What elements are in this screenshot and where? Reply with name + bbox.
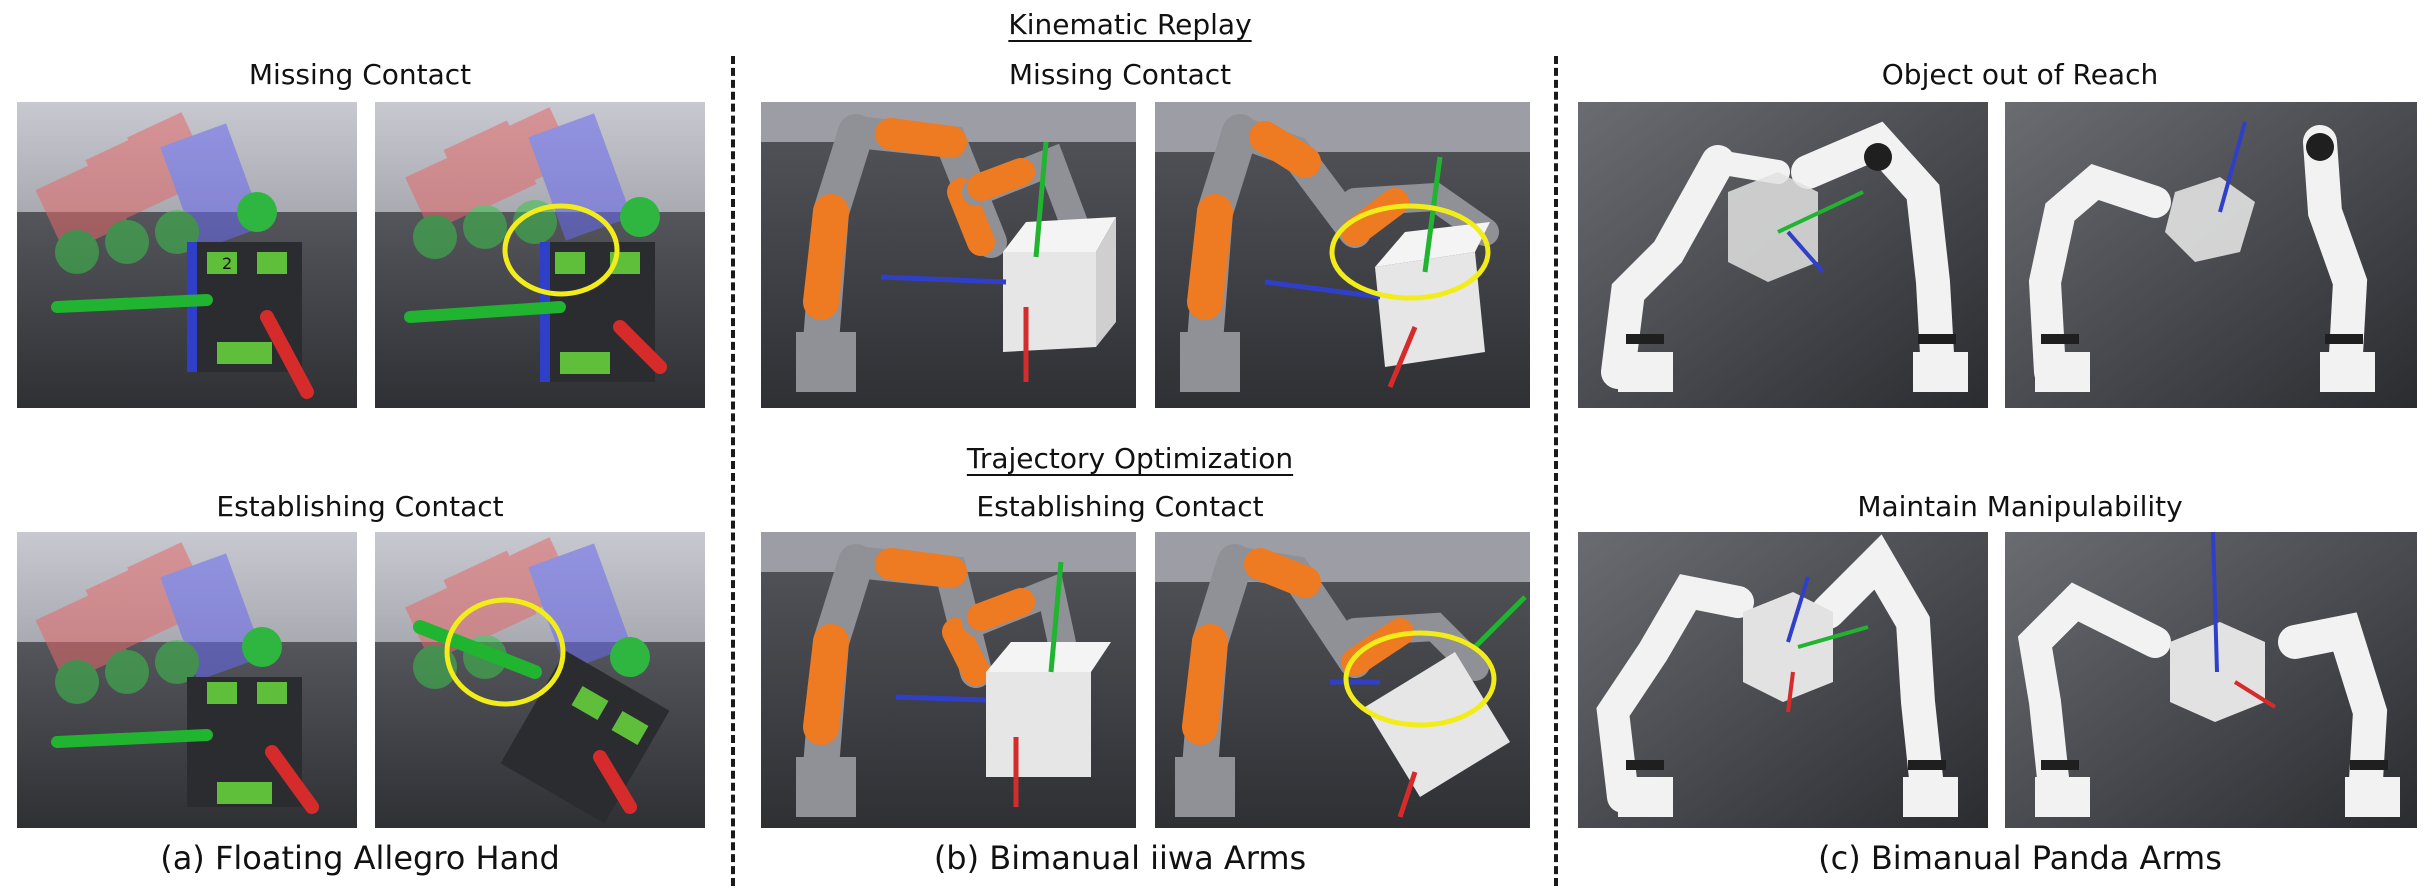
trajectory-optimization-header: Trajectory Optimization xyxy=(966,442,1294,475)
panda-panel-manip-1 xyxy=(1578,532,1988,828)
allegro-panel-missing-2 xyxy=(375,102,705,408)
allegro-a1-cube-label: 2 xyxy=(222,254,232,273)
divider-left xyxy=(731,56,735,886)
allegro-bottom-label: Establishing Contact xyxy=(216,490,504,523)
allegro-panel-establishing-1 xyxy=(17,532,357,828)
allegro-top-label: Missing Contact xyxy=(248,58,472,91)
panda-panel-reach-1 xyxy=(1578,102,1988,408)
iiwa-panel-establishing-2 xyxy=(1155,532,1530,828)
iiwa-top-label: Missing Contact xyxy=(1008,58,1232,91)
allegro-panel-establishing-2 xyxy=(375,532,705,828)
panda-bottom-label: Maintain Manipulability xyxy=(1857,490,2183,523)
panda-top-label: Object out of Reach xyxy=(1881,58,2159,91)
panda-panel-manip-2 xyxy=(2005,532,2417,828)
kinematic-replay-header: Kinematic Replay xyxy=(1008,8,1252,41)
allegro-panel-missing-1: 2 xyxy=(17,102,357,408)
allegro-caption: (a) Floating Allegro Hand xyxy=(160,839,560,877)
divider-right xyxy=(1554,56,1558,886)
iiwa-caption: (b) Bimanual iiwa Arms xyxy=(933,839,1307,877)
panda-panel-reach-2 xyxy=(2005,102,2417,408)
iiwa-panel-establishing-1 xyxy=(761,532,1136,828)
iiwa-panel-missing-1 xyxy=(761,102,1136,408)
panda-caption: (c) Bimanual Panda Arms xyxy=(1818,839,2222,877)
iiwa-bottom-label: Establishing Contact xyxy=(976,490,1264,523)
iiwa-panel-missing-2 xyxy=(1155,102,1530,408)
